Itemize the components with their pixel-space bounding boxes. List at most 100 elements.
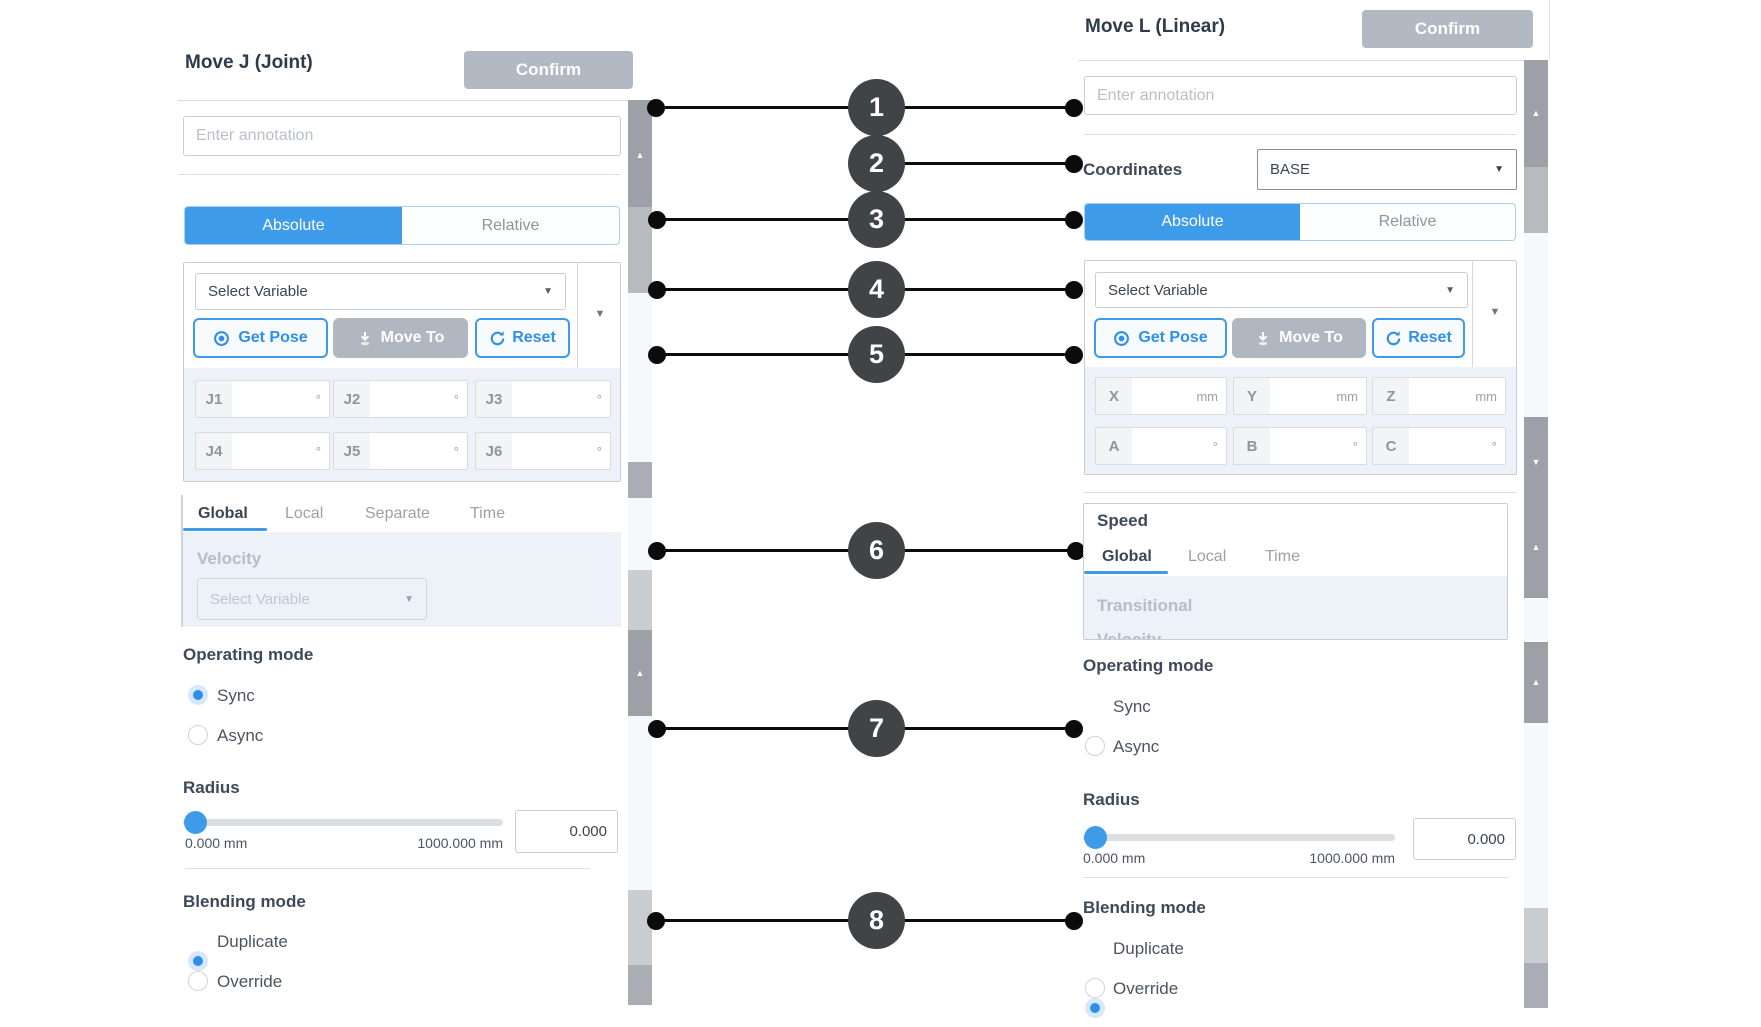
movel-field-a[interactable]: A°	[1095, 427, 1227, 465]
movej-speedtab-separate[interactable]: Separate	[365, 505, 430, 522]
callout-dot	[647, 912, 665, 930]
movej-speedtab-time[interactable]: Time	[470, 505, 505, 522]
scroll-up-icon[interactable]	[1524, 540, 1548, 554]
callout-dot	[648, 542, 666, 560]
movej-reset-label: Reset	[512, 329, 556, 346]
movej-radius-value[interactable]: 0.000	[515, 810, 618, 853]
movel-speedtab-global[interactable]: Global	[1102, 548, 1152, 565]
movej-scrollbar-thumb[interactable]	[628, 890, 652, 965]
movej-confirm-button[interactable]: Confirm	[464, 51, 633, 89]
movel-radius-min: 0.000 mm	[1083, 850, 1146, 866]
movel-radius-slider-track[interactable]	[1083, 834, 1395, 841]
callout-dot	[1065, 211, 1083, 229]
scroll-up-icon[interactable]	[1524, 675, 1548, 689]
movel-scrollbar-thumb[interactable]	[1524, 167, 1548, 233]
callout-dot	[1065, 99, 1083, 117]
movej-velocity-label: Velocity	[197, 549, 262, 568]
movel-scrollbar-thumb[interactable]	[1524, 908, 1548, 963]
field-prefix: J1	[196, 381, 232, 417]
movel-speedtab-time[interactable]: Time	[1265, 548, 1300, 565]
movej-scrollbar-thumb[interactable]	[628, 100, 652, 207]
movej-scrollbar-thumb[interactable]	[628, 570, 652, 630]
movel-coordinates-select[interactable]: BASE	[1257, 149, 1517, 190]
movej-speedtab-global[interactable]: Global	[198, 505, 248, 522]
scroll-up-icon[interactable]	[628, 666, 652, 680]
movej-scrollbar-thumb[interactable]	[628, 965, 652, 1005]
movel-confirm-button[interactable]: Confirm	[1362, 10, 1533, 48]
movel-scrollbar-thumb[interactable]	[1524, 60, 1548, 167]
field-prefix: X	[1096, 378, 1132, 414]
movel-speedtab-local[interactable]: Local	[1188, 548, 1227, 565]
field-unit: mm	[1196, 388, 1218, 404]
movej-collapse-chevron-down-icon[interactable]	[591, 308, 609, 320]
movel-coordinates-label: Coordinates	[1083, 160, 1183, 179]
movel-get-pose-label: Get Pose	[1138, 329, 1208, 346]
field-prefix: A	[1096, 428, 1132, 464]
movej-scrollbar-track	[628, 498, 652, 570]
movej-title: Move J (Joint)	[185, 52, 313, 73]
callout-circle-5: 5	[848, 326, 905, 383]
field-prefix: J2	[334, 381, 370, 417]
movel-field-c[interactable]: C°	[1372, 427, 1506, 465]
field-prefix: Z	[1373, 378, 1409, 414]
movej-velocity-select[interactable]: Select Variable	[197, 578, 427, 620]
movej-variable-select[interactable]: Select Variable	[195, 273, 566, 310]
movej-radius-slider-knob[interactable]	[184, 811, 207, 834]
callout-circle-2: 2	[848, 135, 905, 192]
movel-tab-absolute[interactable]: Absolute	[1085, 204, 1300, 240]
movej-radio-sync[interactable]	[188, 685, 208, 705]
movej-scrollbar-thumb[interactable]	[628, 630, 652, 716]
movel-reset-label: Reset	[1408, 329, 1452, 346]
scroll-down-icon[interactable]	[1524, 455, 1548, 469]
field-unit: °	[453, 443, 459, 459]
movej-speedtab-local[interactable]: Local	[285, 505, 324, 522]
movel-get-pose-button[interactable]: Get Pose	[1094, 318, 1227, 358]
movel-radio-async[interactable]	[1085, 736, 1105, 756]
movel-scrollbar-thumb[interactable]	[1524, 963, 1548, 1008]
movel-annotation-input[interactable]	[1084, 76, 1517, 115]
movel-scrollbar-thumb[interactable]	[1524, 417, 1548, 598]
movel-speedtab-underline	[1084, 571, 1168, 574]
movel-radius-label: Radius	[1083, 790, 1140, 809]
movej-field-j5[interactable]: J5°	[333, 432, 468, 470]
field-prefix: B	[1234, 428, 1270, 464]
movel-move-to-button[interactable]: Move To	[1232, 318, 1366, 358]
callout-circle-1: 1	[848, 79, 905, 136]
movej-reset-button[interactable]: Reset	[475, 318, 570, 358]
callout-circle-7: 7	[848, 700, 905, 757]
callout-dot	[1065, 720, 1083, 738]
movel-radio-override[interactable]	[1085, 978, 1105, 998]
movej-tab-absolute[interactable]: Absolute	[185, 207, 402, 244]
movej-field-j3[interactable]: J3°	[475, 380, 611, 418]
movej-move-to-button[interactable]: Move To	[333, 318, 468, 358]
movel-reset-button[interactable]: Reset	[1372, 318, 1465, 358]
movel-radio-duplicate[interactable]	[1085, 998, 1105, 1018]
movel-mode-tabs: Absolute Relative	[1084, 203, 1516, 241]
movej-radius-slider-track[interactable]	[183, 819, 503, 826]
movej-field-j4[interactable]: J4°	[195, 432, 330, 470]
movej-field-j6[interactable]: J6°	[475, 432, 611, 470]
movej-field-j2[interactable]: J2°	[333, 380, 468, 418]
movel-radius-value[interactable]: 0.000	[1413, 818, 1516, 860]
movej-tab-relative[interactable]: Relative	[481, 216, 540, 234]
movej-scrollbar-thumb[interactable]	[628, 462, 652, 498]
scroll-up-icon[interactable]	[1524, 106, 1548, 120]
movej-get-pose-button[interactable]: Get Pose	[193, 318, 328, 358]
movej-radio-override[interactable]	[188, 971, 208, 991]
scroll-up-icon[interactable]	[628, 148, 652, 162]
movel-collapse-chevron-down-icon[interactable]	[1486, 306, 1504, 318]
movel-scrollbar-thumb[interactable]	[1524, 642, 1548, 723]
movej-radio-duplicate[interactable]	[188, 951, 208, 971]
movej-radio-async[interactable]	[188, 725, 208, 745]
movel-radius-slider-knob[interactable]	[1084, 826, 1107, 849]
movej-annotation-input[interactable]	[183, 116, 621, 156]
movel-field-b[interactable]: B°	[1233, 427, 1367, 465]
chevron-down-icon	[1494, 164, 1504, 175]
movej-field-j1[interactable]: J1°	[195, 380, 330, 418]
movel-tab-relative[interactable]: Relative	[1378, 213, 1437, 230]
movel-variable-select[interactable]: Select Variable	[1095, 272, 1468, 308]
